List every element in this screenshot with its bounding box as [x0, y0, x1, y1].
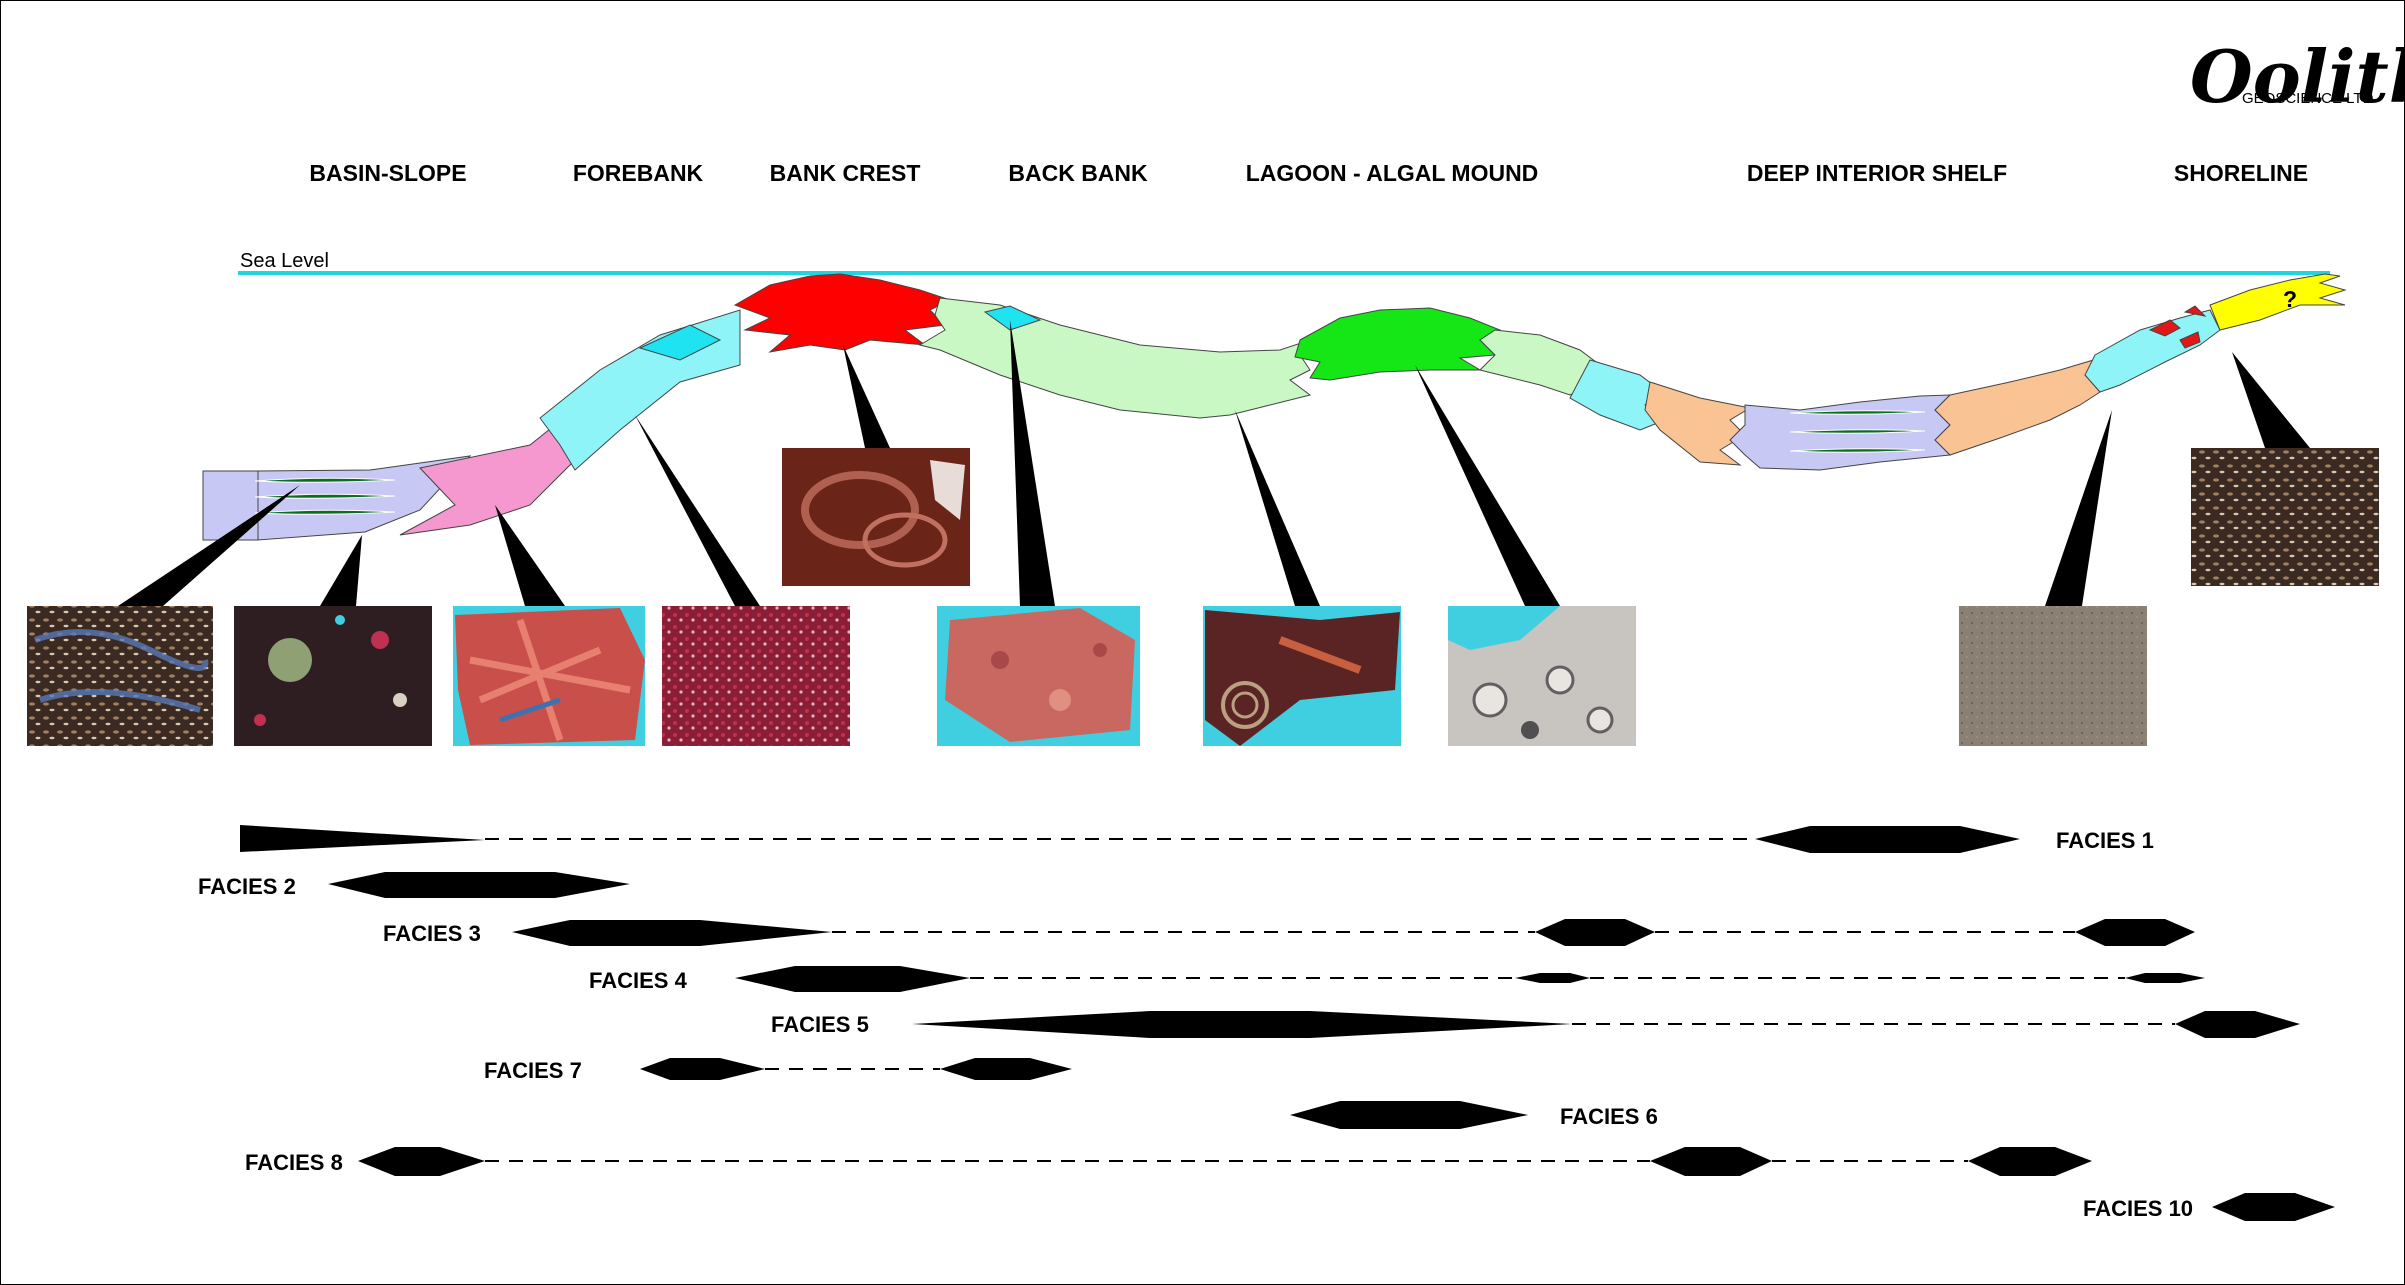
shoreline-cyan-zone [2084, 309, 2221, 393]
pointer-back-bank [1010, 320, 1055, 606]
facies-7-label: FACIES 7 [484, 1058, 582, 1083]
back-bank-zone [918, 297, 1312, 419]
facies-6-label: FACIES 6 [1560, 1104, 1658, 1129]
facies-1-micrograph [27, 606, 213, 746]
laminae [254, 410, 1926, 515]
basin-block [202, 470, 259, 541]
pointer-facies-3 [495, 505, 565, 606]
heading-basin-slope: BASIN-SLOPE [309, 160, 466, 186]
shelf-orange-west [1644, 381, 1752, 466]
facies-10-label: FACIES 10 [2083, 1196, 2193, 1221]
facies-2-micrograph [234, 606, 432, 746]
pointer-shoreline [2232, 352, 2310, 448]
sea-level: Sea Level [238, 250, 2330, 275]
heading-back-bank: BACK BANK [1008, 160, 1148, 186]
facies-2-label: FACIES 2 [198, 874, 296, 899]
basin-lamina-2 [254, 493, 396, 499]
facies-6-range: FACIES 6 [1290, 1101, 1658, 1129]
facies-3-range: FACIES 3 [383, 919, 2195, 946]
pointer-bank-crest [843, 345, 890, 448]
heading-bank-crest: BANK CREST [770, 160, 921, 186]
shoreline-red-lenses [2148, 305, 2207, 349]
shoreline-micrograph [2191, 448, 2379, 586]
facies-8-range: FACIES 8 [245, 1147, 2092, 1176]
facies-1-range: FACIES 1 [240, 825, 2154, 853]
shoreline-question-mark: ? [2283, 286, 2297, 312]
lagoon-light-zone [1479, 329, 1601, 396]
facies-4-label: FACIES 4 [589, 968, 688, 993]
back-bank-micrograph [937, 606, 1140, 746]
oolithica-logo: Oolithica GEOSCIENCE LTD [2190, 34, 2405, 119]
facies-4-range: FACIES 4 [589, 966, 2205, 993]
facies-1-label: FACIES 1 [2056, 828, 2154, 853]
algal-mound-green-zone [1294, 307, 1502, 381]
forebank-zone [539, 309, 741, 471]
pointer-facies-1 [118, 485, 300, 606]
pointers [118, 320, 2310, 606]
back-bank-cyan-patch [983, 305, 1042, 331]
shoreline-yellow-zone [2209, 273, 2347, 331]
basin-lamina-1 [254, 477, 396, 483]
shelf-lamina-3 [1789, 448, 1926, 453]
lagoon-micrograph [1203, 606, 1401, 746]
thin-sections [27, 448, 2379, 746]
facies-5-range: FACIES 5 [771, 1011, 2300, 1038]
logo-name: Oolithica [2190, 34, 2405, 119]
facies-7-range: FACIES 7 [484, 1058, 1072, 1083]
pointer-algal-mound [1415, 365, 1560, 606]
pointer-lagoon [1235, 410, 1320, 606]
shelf-orange-east [1934, 357, 2102, 456]
facies-8-label: FACIES 8 [245, 1150, 343, 1175]
forebank-cyan-patch [638, 324, 722, 361]
environment-headings: BASIN-SLOPE FOREBANK BANK CREST BACK BAN… [309, 160, 2308, 186]
facies-3-micrograph [453, 606, 645, 746]
facies-5-label: FACIES 5 [771, 1012, 869, 1037]
logo-subtitle: GEOSCIENCE LTD [2242, 90, 2374, 107]
facies-3-label: FACIES 3 [383, 921, 481, 946]
basin-lamina-3 [254, 509, 396, 515]
sea-level-label: Sea Level [240, 250, 329, 272]
deep-shelf-micrograph [1959, 606, 2147, 746]
heading-deep-interior-shelf: DEEP INTERIOR SHELF [1747, 160, 2007, 186]
bank-crest-micrograph [782, 448, 970, 586]
slope-pink-zone [399, 424, 576, 536]
pointer-facies-4 [635, 415, 760, 606]
heading-shoreline: SHORELINE [2174, 160, 2308, 186]
facies-range-chart: FACIES 1 FACIES 2 FACIES 3 FACIES 4 FACI… [198, 825, 2335, 1221]
heading-forebank: FOREBANK [573, 160, 704, 186]
shelf-lamina-1 [1789, 410, 1926, 415]
basin-lime-mudstone [257, 455, 472, 541]
facies-2-range: FACIES 2 [198, 872, 630, 899]
heading-lagoon-algal-mound: LAGOON - ALGAL MOUND [1246, 160, 1539, 186]
algal-mound-micrograph [1448, 606, 1636, 746]
shelf-lamina-2 [1789, 429, 1926, 434]
bank-crest-red-zone [733, 273, 952, 353]
facies-4-micrograph [662, 606, 850, 746]
facies-10-range: FACIES 10 [2083, 1193, 2335, 1221]
pointer-deep-shelf [2045, 410, 2112, 606]
pointer-facies-2 [320, 535, 362, 606]
